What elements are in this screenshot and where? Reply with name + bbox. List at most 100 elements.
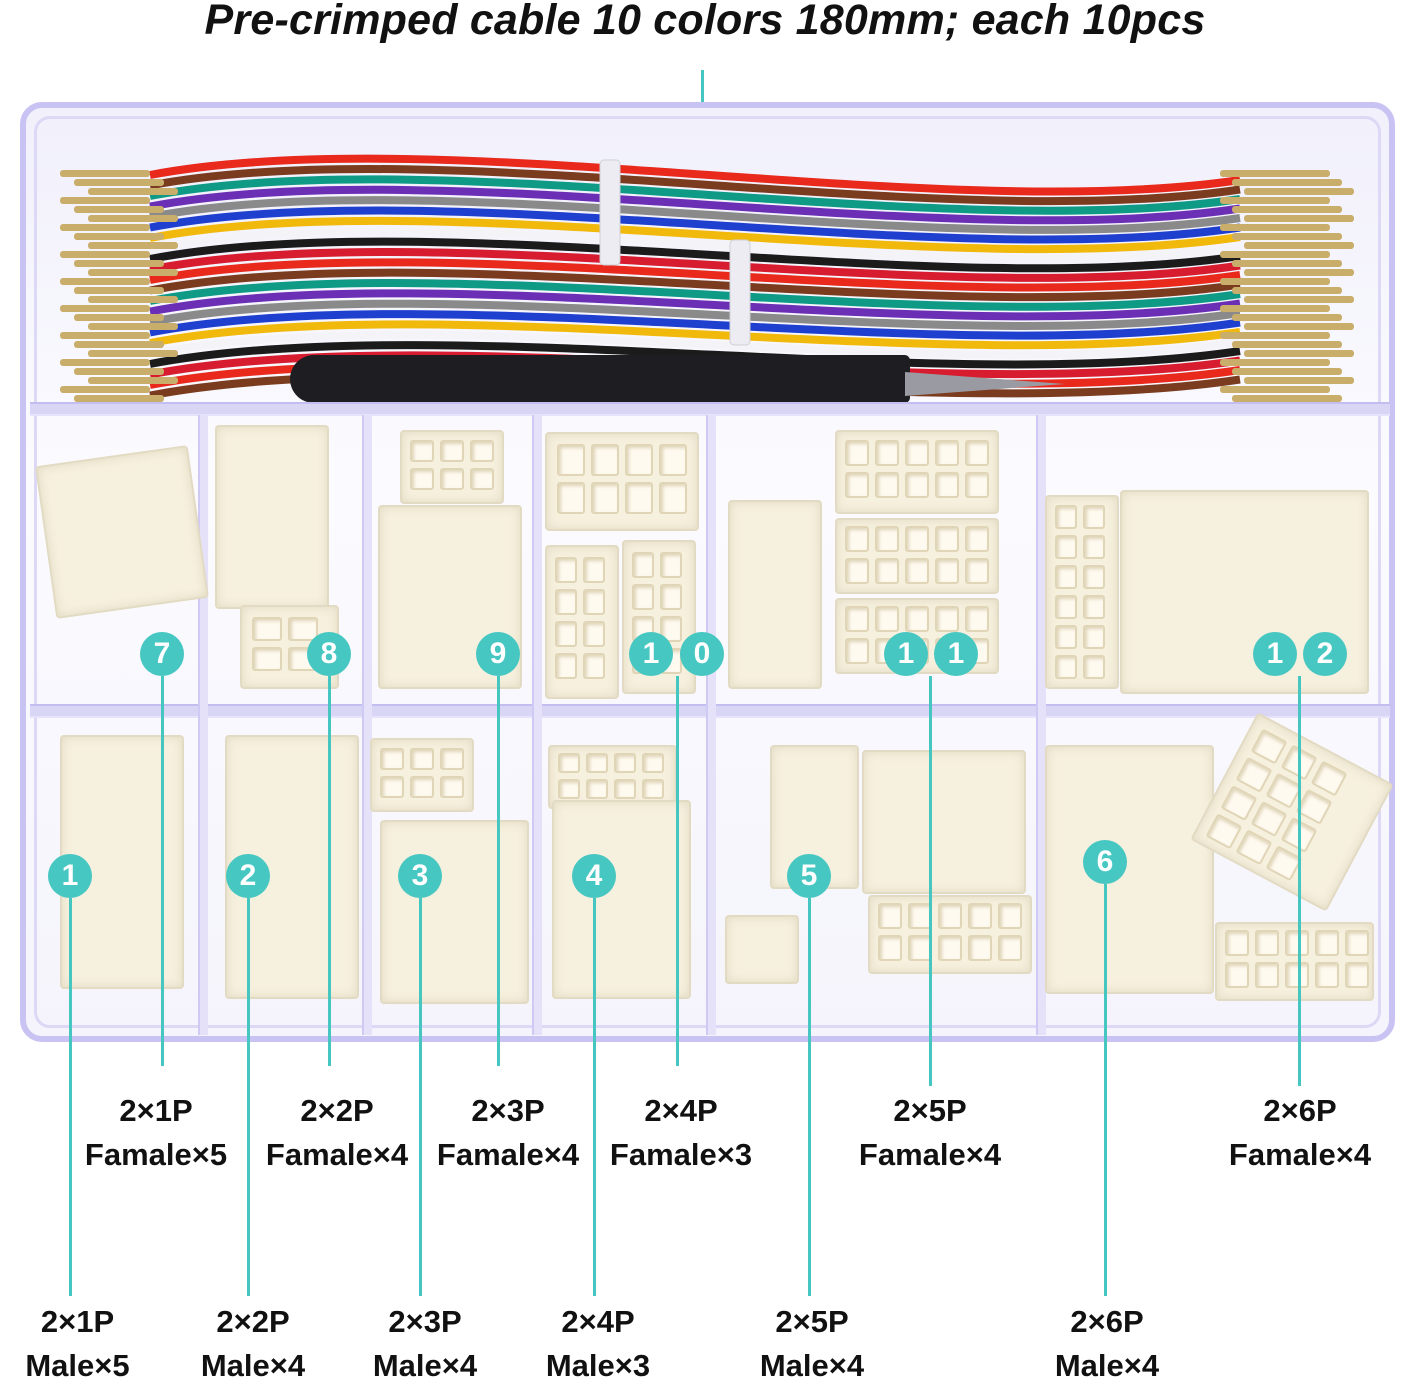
crimp-terminal-left [74, 179, 164, 186]
cable-wire [149, 185, 1241, 225]
badge-3: 3 [398, 854, 442, 898]
leader-4 [593, 898, 596, 1296]
crimp-terminal-left [74, 368, 164, 375]
cable-wire [149, 175, 1241, 215]
leader-9 [497, 676, 500, 1066]
crimp-terminal-right [1244, 377, 1354, 384]
cable-wire [149, 237, 1241, 273]
crimp-terminal-left [60, 197, 150, 204]
crimp-terminal-right [1232, 206, 1342, 213]
cable-wire [149, 196, 1241, 234]
cable-bundle [60, 154, 1354, 402]
crimp-terminal-left [60, 278, 150, 285]
crimp-terminal-right [1232, 179, 1342, 186]
leader-2 [247, 898, 250, 1296]
connector-2x6p-female-left [1045, 495, 1119, 689]
badge-5: 5 [787, 854, 831, 898]
crimp-terminal-right [1232, 287, 1342, 294]
leader-1 [69, 898, 72, 1296]
crimp-terminal-left [74, 341, 164, 348]
crimp-terminal-right [1232, 260, 1342, 267]
cable-wire [149, 341, 1241, 369]
crimp-terminal-right [1220, 359, 1330, 366]
leader-7 [161, 676, 164, 1066]
tweezers-tip [905, 372, 1065, 396]
crimp-terminal-right [1244, 188, 1354, 195]
cable-wire [149, 154, 1241, 196]
leader-3 [419, 898, 422, 1296]
badge-10-digit-2: 0 [680, 632, 724, 676]
crimp-terminal-left [88, 242, 178, 249]
connector-2x4p-male [552, 800, 691, 999]
crimp-terminal-left [60, 359, 150, 366]
crimp-terminal-left [74, 260, 164, 267]
crimp-terminal-right [1232, 341, 1342, 348]
connector-2x5p-female-block [728, 500, 822, 689]
cable-wire [149, 320, 1241, 350]
cable-tie [729, 239, 751, 346]
crimp-terminal-left [88, 269, 178, 276]
crimp-terminal-left [60, 332, 150, 339]
leader-10 [676, 676, 679, 1066]
cable-wire [149, 279, 1241, 311]
connector-2x5p-female-mid [835, 518, 999, 594]
leader-11 [929, 676, 932, 1086]
connector-2x6p-male-front [1215, 922, 1374, 1001]
crimp-terminal-right [1244, 296, 1354, 303]
badge-2: 2 [226, 854, 270, 898]
badge-9: 9 [476, 632, 520, 676]
crimp-terminal-left [74, 395, 164, 402]
crimp-terminal-right [1220, 251, 1330, 258]
connector-2x1p-female [35, 445, 209, 619]
crimp-terminal-right [1220, 224, 1330, 231]
cable-wire [149, 310, 1241, 340]
cable-tie [599, 159, 621, 266]
crimp-terminal-right [1244, 215, 1354, 222]
connector-2x5p-male-front [868, 895, 1032, 974]
cable-wire [149, 289, 1241, 321]
badge-11-digit-1: 1 [884, 632, 928, 676]
crimp-terminal-right [1220, 278, 1330, 285]
crimp-terminal-left [60, 224, 150, 231]
badge-6: 6 [1083, 840, 1127, 884]
badge-10-digit-1: 1 [629, 632, 673, 676]
cable-wire [149, 258, 1241, 292]
connector-2x4p-female-left [545, 545, 619, 699]
crimp-terminal-right [1232, 368, 1342, 375]
crimp-terminal-left [60, 386, 150, 393]
badge-1: 1 [48, 854, 92, 898]
crimp-terminal-right [1232, 395, 1342, 402]
crimp-terminal-left [88, 377, 178, 384]
divider-col-5 [1036, 415, 1046, 1035]
crimp-terminal-left [74, 314, 164, 321]
crimp-terminal-left [88, 296, 178, 303]
divider-col-4 [706, 415, 716, 1035]
leader-6 [1104, 884, 1107, 1296]
connector-2x3p-male [380, 820, 529, 1004]
crimp-terminal-left [60, 305, 150, 312]
cable-wire [149, 247, 1241, 282]
crimp-terminal-right [1220, 386, 1330, 393]
crimp-terminal-left [74, 233, 164, 240]
product-title: Pre-crimped cable 10 colors 180mm; each … [204, 0, 1206, 44]
crimp-terminal-right [1232, 233, 1342, 240]
badge-7: 7 [140, 632, 184, 676]
cable-wire [149, 216, 1241, 254]
crimp-terminal-left [60, 170, 150, 177]
cable-wire [149, 165, 1241, 206]
crimp-terminal-left [88, 215, 178, 222]
crimp-terminal-right [1244, 350, 1354, 357]
badge-8: 8 [307, 632, 351, 676]
cable-wire [149, 227, 1241, 263]
cable-wire [149, 330, 1241, 359]
divider-top [30, 402, 1390, 416]
crimp-terminal-right [1220, 197, 1330, 204]
